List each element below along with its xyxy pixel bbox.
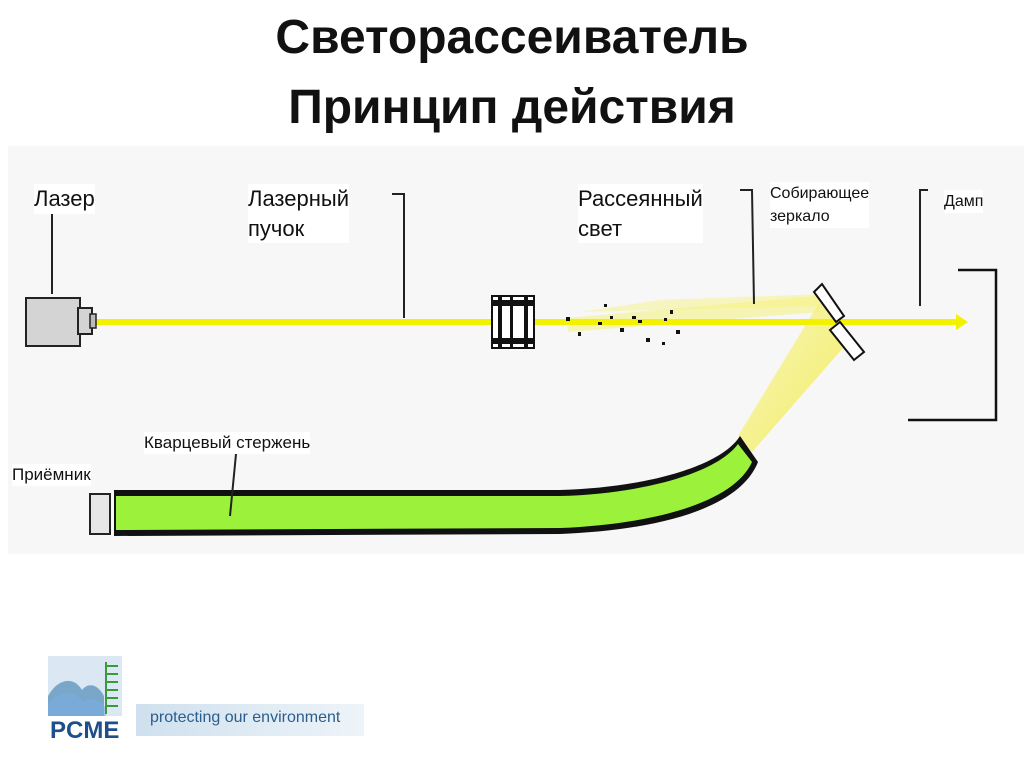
label-laser-beam: Лазерный пучок bbox=[248, 184, 349, 244]
pcme-logo-text: PCME bbox=[50, 717, 119, 740]
label-scattered-light: Рассеянный свет bbox=[578, 184, 703, 244]
laser-device bbox=[25, 297, 97, 347]
tagline-bar bbox=[136, 704, 364, 736]
tagline-text: protecting our environment bbox=[150, 709, 341, 726]
leader-dump bbox=[919, 189, 928, 306]
label-mirror-line1: Собирающее bbox=[770, 185, 870, 202]
label-collecting-mirror: Собирающее зеркало bbox=[770, 182, 870, 229]
leader-scattered bbox=[740, 189, 755, 305]
label-scattered-line2: свет bbox=[578, 215, 623, 241]
particles bbox=[566, 304, 680, 345]
receiver-device bbox=[89, 493, 111, 535]
label-quartz-rod: Кварцевый стержень bbox=[144, 432, 311, 455]
leader-rod bbox=[229, 453, 237, 517]
label-laser-beam-line1: Лазерный bbox=[248, 186, 349, 211]
pcme-logo: PCME bbox=[48, 656, 122, 740]
quartz-rod bbox=[116, 444, 752, 530]
label-mirror-line2: зеркало bbox=[770, 208, 830, 226]
leader-beam bbox=[392, 193, 405, 318]
label-laser-beam-line2: пучок bbox=[248, 215, 305, 241]
page-title-line1: Светорассеиватель bbox=[275, 11, 749, 64]
lens-aperture bbox=[491, 295, 535, 349]
page-title-line2: Принцип действия bbox=[288, 81, 736, 134]
label-scattered-line1: Рассеянный bbox=[578, 186, 703, 211]
beam-arrowhead bbox=[956, 314, 968, 330]
collecting-mirror bbox=[812, 282, 866, 362]
scattered-light-fan-upper bbox=[580, 294, 822, 312]
reflected-light-cone bbox=[738, 298, 850, 452]
label-laser: Лазер bbox=[34, 184, 95, 214]
beam-dump bbox=[908, 268, 998, 422]
label-dump: Дамп bbox=[944, 190, 984, 214]
label-receiver: Приёмник bbox=[12, 464, 91, 487]
